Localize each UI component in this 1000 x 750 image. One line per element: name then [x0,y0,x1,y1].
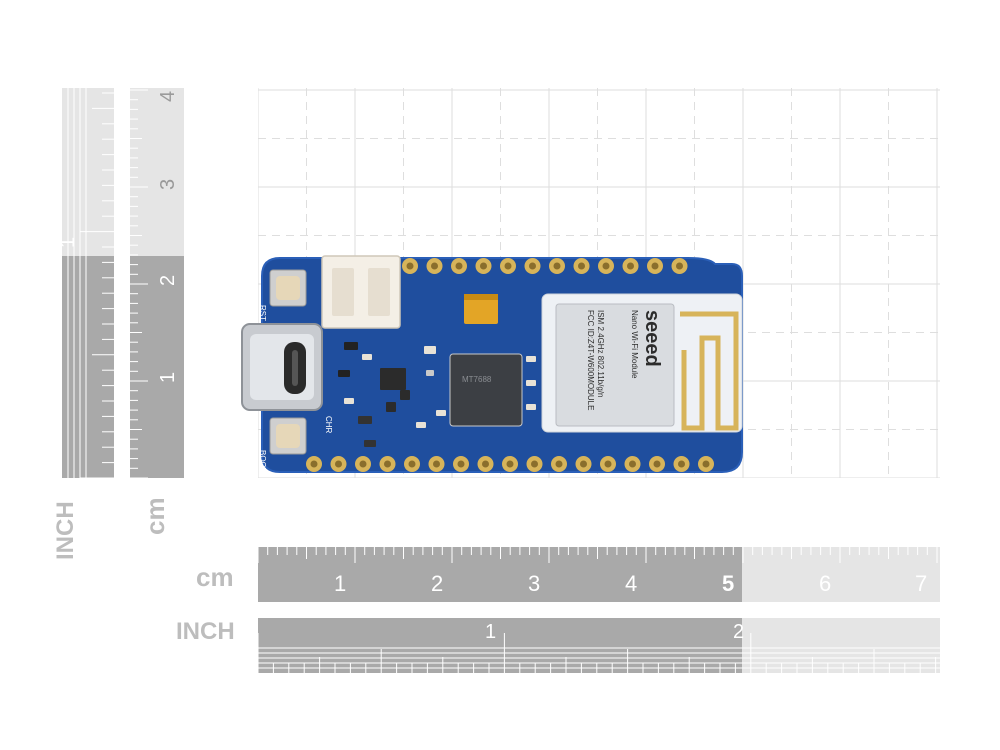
cm-tick-6: 6 [819,571,831,596]
vertical-inch-tick-1: 1 [62,237,79,248]
cm-tick-5: 5 [722,571,734,596]
smd-component [338,370,350,377]
charge-led-label: CHR [324,416,333,434]
castellated-pads-top [402,258,688,274]
inch-tick-2: 2 [733,621,744,643]
castellated-pad-hole [455,262,463,270]
castellated-pad-hole [580,460,587,468]
castellated-pad-hole [335,460,342,468]
castellated-pad-hole [431,262,438,270]
main-chip-marking: MT7688 [462,375,492,384]
cm-tick-2: 2 [431,571,443,596]
boot-button [269,417,307,455]
castellated-pads-bottom [306,456,714,472]
vertical-cm-unit-label: cm [140,497,170,535]
castellated-pad-hole [555,460,563,468]
smd-component [344,342,358,350]
cm-tick-1: 1 [334,571,346,596]
smd-component [526,404,536,410]
horizontal-cm-ruler: 1 2 3 4 5 6 7 [258,547,940,602]
reset-button [269,269,307,307]
smd-component [424,346,436,354]
castellated-pad-hole [408,460,416,468]
castellated-pad-hole [529,262,536,270]
castellated-pad-hole [531,460,538,468]
smd-component [426,370,434,376]
castellated-pad-hole [506,460,514,468]
smd-component [416,422,426,428]
castellated-pad-hole [457,460,465,468]
main-chip: MT7688 [449,353,523,427]
smd-component [380,368,406,390]
castellated-pad-hole [627,262,634,270]
castellated-pad-hole [384,460,391,468]
vertical-cm-tick-3: 3 [157,179,179,190]
module-name: Nano Wi-Fi Module [630,310,639,379]
castellated-pad-hole [480,262,487,270]
boot-label: BOOT [258,450,267,473]
smd-component [526,380,536,386]
castellated-pad-hole [578,262,585,270]
castellated-pad-hole [651,262,659,270]
smd-component [364,440,376,447]
castellated-pad-hole [310,460,318,468]
vertical-cm-tick-4: 4 [157,91,179,102]
vertical-cm-ruler: 1 2 3 4 [130,88,184,478]
inch-tick-1: 1 [485,621,496,643]
smd-component [436,410,446,416]
small-components [338,342,536,447]
castellated-pad-hole [433,460,440,468]
wifi-module: seeed Nano Wi-Fi Module ISM 2.4GHz 802.1… [541,293,743,433]
horizontal-inch-ruler: 1 2 [258,618,940,673]
smd-component [386,402,396,412]
castellated-pad-hole [653,460,661,468]
castellated-pad-hole [482,460,489,468]
battery-connector [321,255,401,329]
smd-component [362,354,372,360]
module-cert-line-2: FCC ID:Z4T-W600MODULE [586,310,595,410]
inch-unit-label: INCH [176,618,235,645]
module-cert-line-1: ISM 2.4GHz 802.11b/g/n [596,310,605,397]
smd-component [344,398,354,404]
pcb-antenna [680,311,739,431]
castellated-pad-hole [602,262,610,270]
castellated-pad-hole [553,262,561,270]
cm-tick-7: 7 [915,571,927,596]
cm-unit-label: cm [196,562,234,592]
smd-component [400,390,410,400]
usb-c-connector [241,323,323,411]
castellated-pad-hole [406,262,414,270]
dev-board-photo: RST BOOT CHR MT7688 seeed Nano Wi-Fi Mod… [240,250,750,480]
tantalum-capacitor [464,294,498,324]
castellated-pad-hole [702,460,710,468]
vertical-inch-unit-label: INCH [52,501,79,560]
reset-label: RST [258,305,267,321]
castellated-pad-hole [629,460,636,468]
castellated-pad-hole [504,262,512,270]
castellated-pad-hole [604,460,612,468]
vertical-inch-ruler: 1 [62,88,114,478]
castellated-pad-hole [676,262,683,270]
smd-component [358,416,372,424]
castellated-pad-hole [678,460,685,468]
vertical-cm-tick-2: 2 [157,275,179,286]
castellated-pad-hole [359,460,367,468]
vertical-cm-tick-1: 1 [157,372,179,383]
module-brand: seeed [641,310,663,367]
cm-tick-4: 4 [625,571,637,596]
smd-component [526,356,536,362]
cm-tick-3: 3 [528,571,540,596]
